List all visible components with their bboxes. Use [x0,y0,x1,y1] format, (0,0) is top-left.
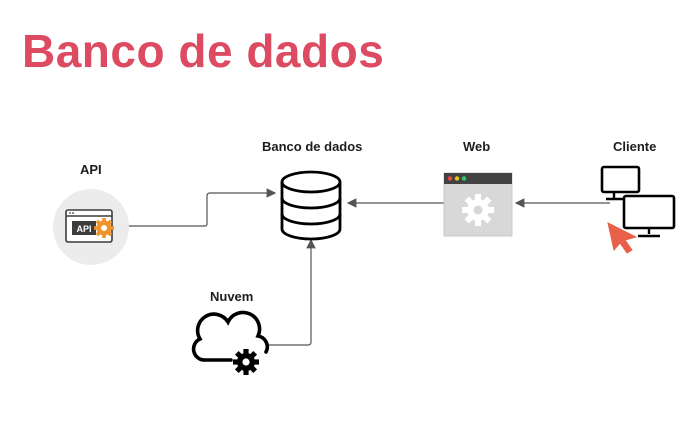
database-label: Banco de dados [262,139,363,154]
back-monitor-icon [600,165,641,201]
connector-api-database [128,188,277,227]
cursor-icon [607,222,638,254]
cloud-gear-icon [191,310,270,375]
monitors-icon [600,165,676,254]
web-label: Web [463,139,491,154]
cloud-gear [233,349,259,375]
api-icon-text: API [76,224,91,234]
api-gear-icon [94,218,114,238]
api-window-gear-icon: API [65,209,114,243]
client-label: Cliente [613,139,657,154]
slide-title: Banco de dados [22,25,385,77]
connector-cloud-database [266,238,316,346]
browser-gear-icon [443,172,513,237]
api-label: API [80,162,102,177]
cloud-label: Nuvem [210,289,254,304]
database-icon [280,170,342,241]
api-node: API [53,189,129,265]
front-monitor-icon [622,194,676,238]
web-gear-icon [462,194,494,226]
